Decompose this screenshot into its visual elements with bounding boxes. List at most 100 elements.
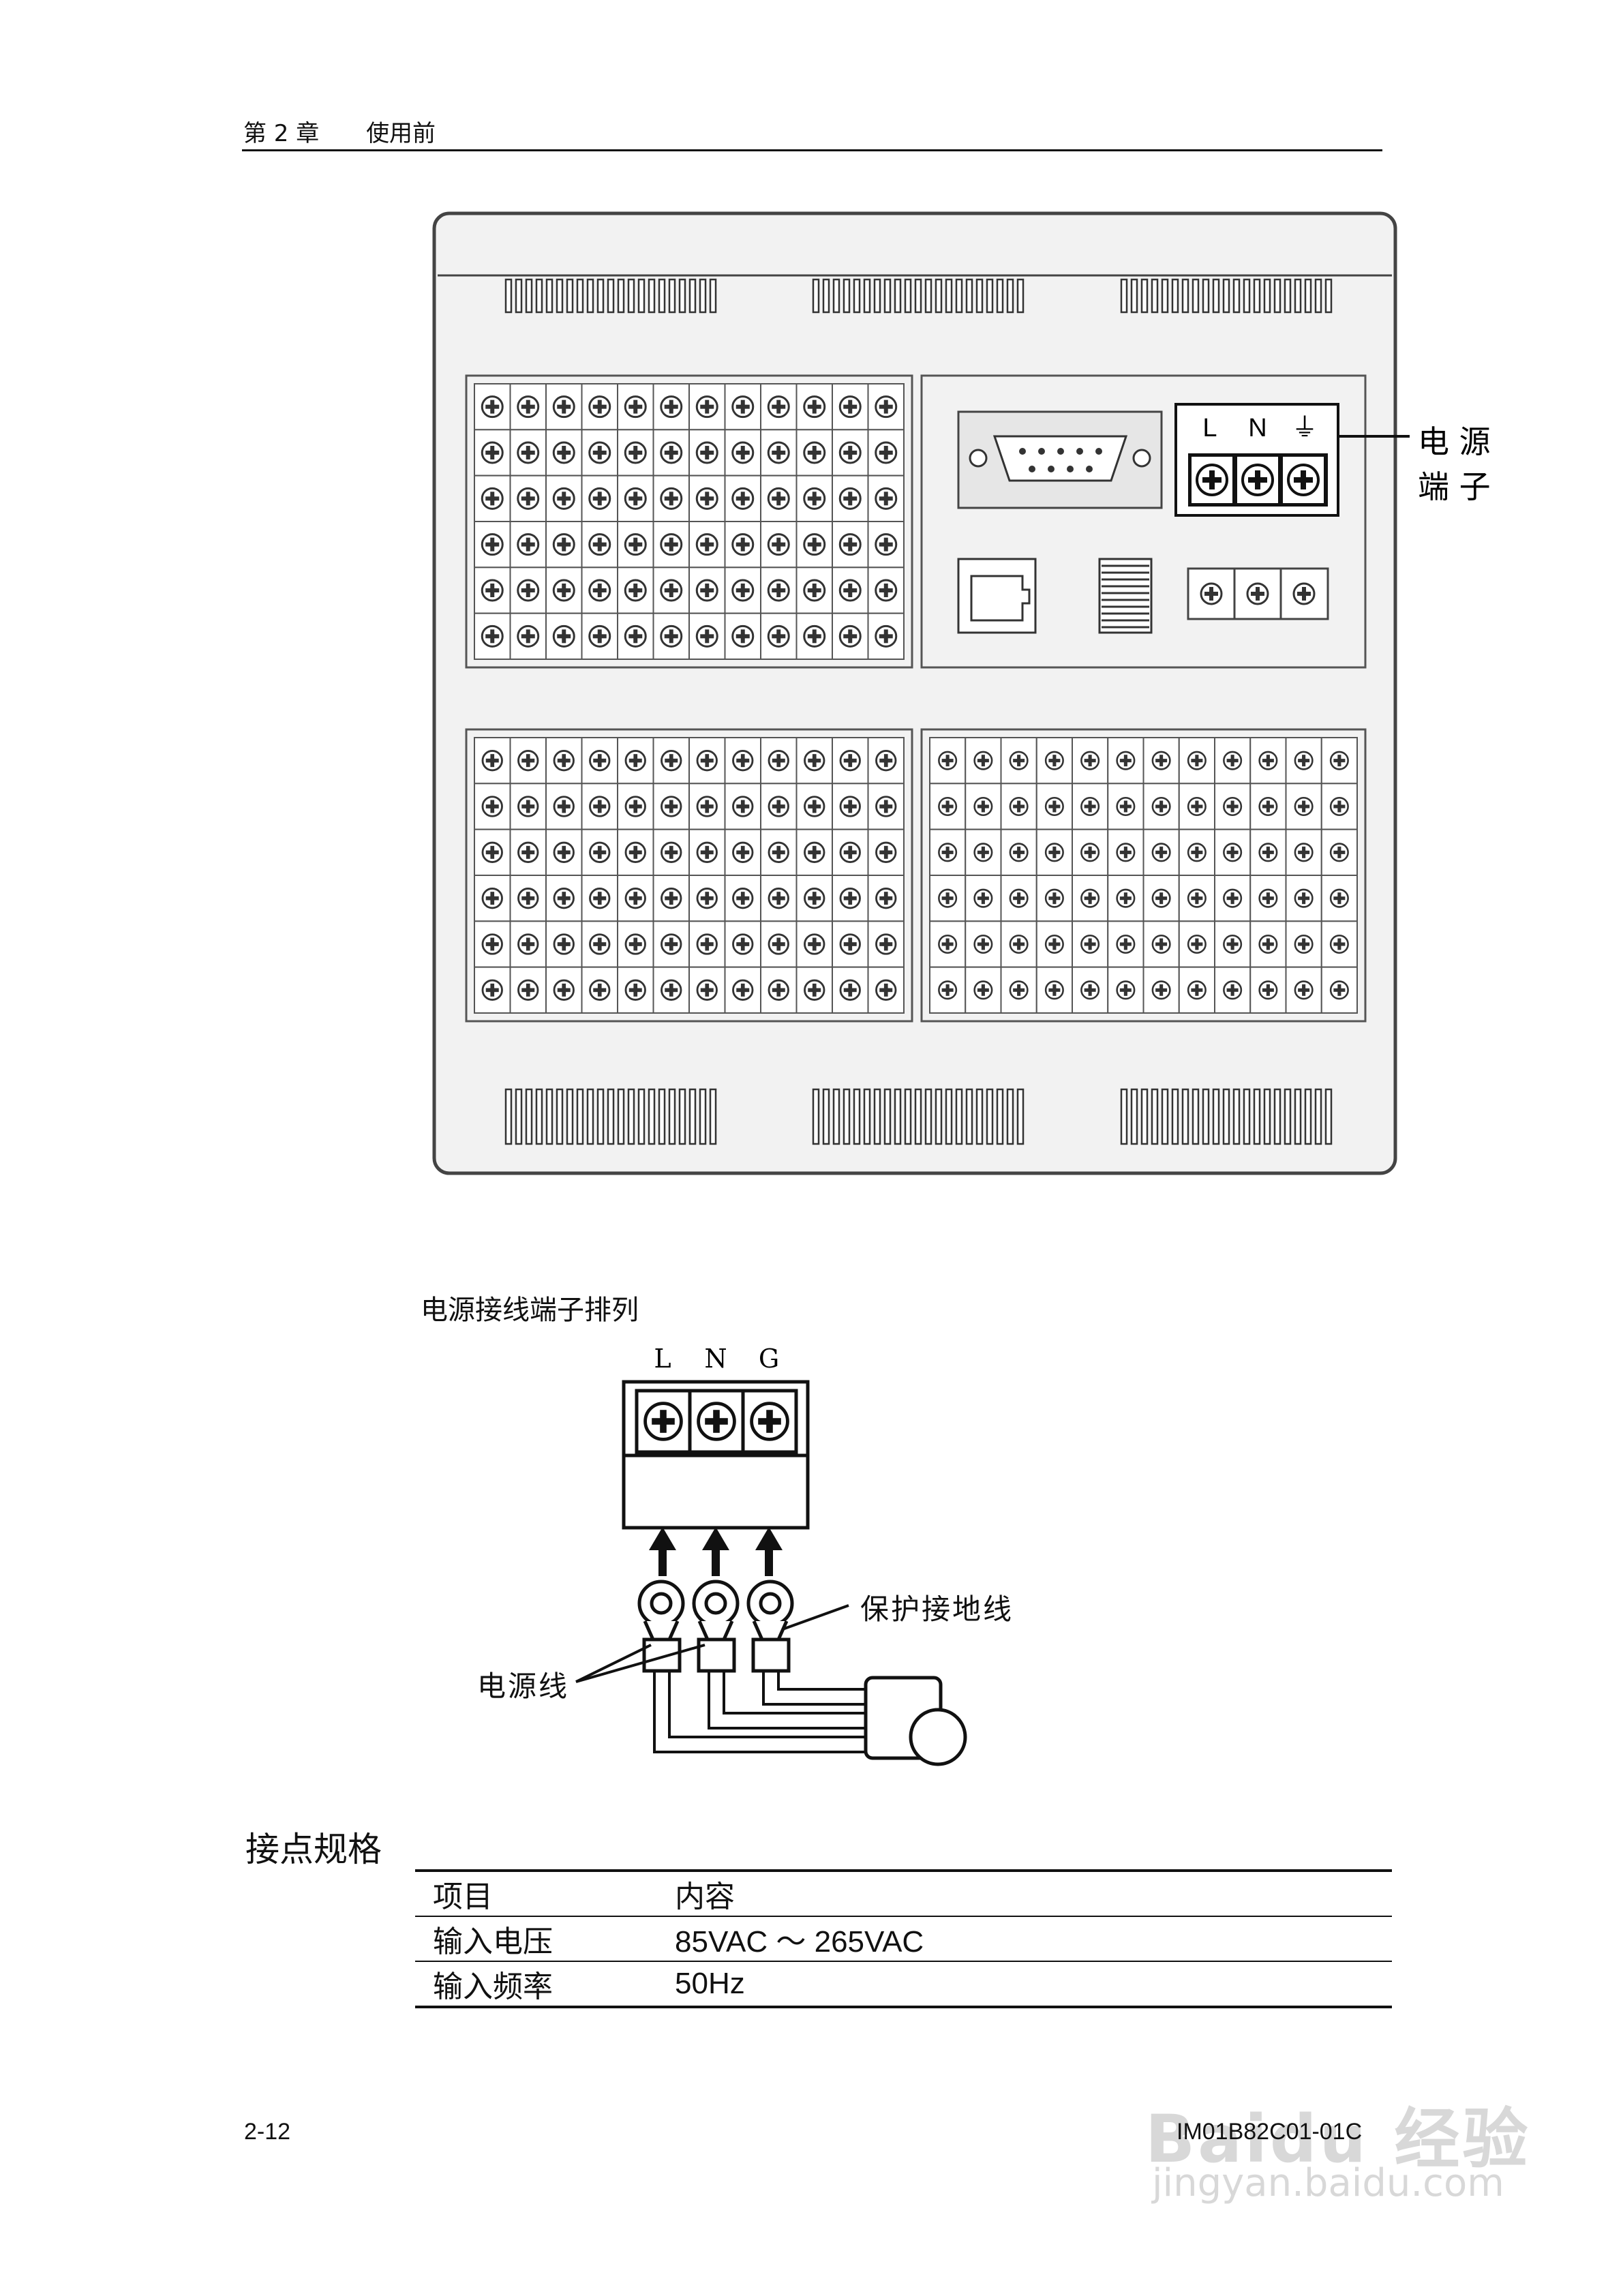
vent-slot (945, 1088, 953, 1145)
section-title: 电源接线端子排列 (421, 1295, 639, 1326)
spec-item: 输入电压 (433, 1924, 553, 1959)
terminal-screw (875, 441, 898, 464)
terminal-screw (1009, 843, 1029, 862)
vent-slot (975, 1088, 984, 1145)
vent-slot (975, 278, 984, 314)
vent-slot (894, 278, 902, 314)
vent-slot (935, 1088, 943, 1145)
vent-slot (617, 1088, 625, 1145)
terminal-screw (517, 624, 540, 648)
terminal-screw (624, 749, 646, 772)
terminal-screw (553, 933, 575, 955)
terminal-screw (973, 980, 993, 1000)
terminal-screw (552, 624, 575, 648)
terminal-screw (552, 441, 575, 464)
vent-slot (863, 278, 871, 314)
vent-slot (1324, 278, 1333, 314)
terminal-screw (695, 533, 718, 556)
vent-slot (566, 278, 574, 314)
vent-slot (1232, 278, 1241, 314)
terminal-screw (552, 487, 575, 510)
terminal-screw (875, 933, 897, 955)
vent-slot (1324, 1088, 1333, 1145)
terminal-screw (589, 887, 611, 909)
vent-slot (1140, 278, 1149, 314)
terminal-screw (588, 533, 611, 556)
terminal-screw (838, 487, 862, 510)
terminal-screw (661, 979, 682, 1001)
vent-slot (515, 278, 523, 314)
terminal-screw (481, 579, 504, 602)
terminal-screw (839, 887, 861, 909)
terminal-screw (661, 796, 682, 817)
terminal-screw (624, 624, 647, 648)
terminal-screw (1080, 888, 1100, 908)
terminal-screw (695, 395, 718, 419)
terminal-screw (1044, 796, 1064, 817)
spec-item: 输入频率 (433, 1969, 553, 2004)
vent-slot (853, 278, 861, 314)
vent-slot (955, 278, 963, 314)
small-vent (1098, 558, 1153, 634)
terminal-screw (624, 841, 646, 864)
vent-slot (535, 1088, 543, 1145)
table-row: 输入频率 50Hz (415, 1961, 1392, 2007)
terminal-screw (1044, 980, 1064, 1000)
vent-slot (617, 278, 625, 314)
terminal-screw (731, 441, 755, 464)
terminal-screw (553, 749, 575, 772)
terminal-screw (1151, 843, 1171, 862)
terminal-screw (938, 980, 958, 1000)
vent-slot (1243, 1088, 1251, 1145)
terminal-screw (767, 441, 790, 464)
terminal-screw (838, 624, 862, 648)
terminal-screw (973, 843, 993, 862)
vent-slot (1181, 278, 1189, 314)
vent-slot (1171, 278, 1179, 314)
terminal-screw (804, 887, 825, 909)
terminal-screw (767, 533, 790, 556)
terminal-screw (517, 533, 540, 556)
vent-slot (627, 1088, 635, 1145)
spec-value: 85VAC ～ 265VAC (675, 1925, 924, 1959)
terminal-screw (1044, 934, 1064, 954)
terminal-screw (624, 533, 647, 556)
vent-slot (863, 1088, 871, 1145)
terminal-screw (624, 933, 646, 955)
terminal-screw (732, 979, 754, 1001)
page-number: 2-12 (244, 2119, 291, 2145)
terminal-screw (660, 487, 683, 510)
page-header: 第 2 章 使用前 (243, 115, 436, 148)
callout-power-terminal-line1: 电 源 (1418, 423, 1491, 460)
terminal-screw (696, 749, 718, 772)
terminal-screw (589, 933, 611, 955)
terminal-screw (660, 624, 683, 648)
terminal-screw (552, 533, 575, 556)
terminal-screw (732, 796, 754, 817)
terminal-screw (838, 579, 862, 602)
terminal-screw (1151, 980, 1171, 1000)
vent-slot (688, 278, 697, 314)
terminal-screw (1080, 934, 1100, 954)
terminal-screw (1294, 888, 1314, 908)
terminal-screw (588, 579, 611, 602)
spec-table: 项目 内容 输入电压 85VAC ～ 265VAC 输入频率 50Hz (415, 1869, 1392, 2008)
spec-col-content: 内容 (675, 1879, 735, 1914)
terminal-screw (1329, 796, 1349, 817)
chapter-number: 第 2 章 (243, 120, 320, 147)
vent-slot (699, 1088, 707, 1145)
terminal-screw (1187, 934, 1207, 954)
vent-slot (596, 278, 605, 314)
vent-slot (1222, 1088, 1230, 1145)
terminal-screw (1116, 751, 1136, 770)
vent-slot (996, 278, 1004, 314)
rj-jack (957, 558, 1037, 634)
terminal-screw (803, 487, 826, 510)
terminal-screw (938, 751, 958, 770)
ring-terminals (637, 1580, 794, 1673)
spec-value: 50Hz (675, 1967, 745, 2000)
terminal-label-l: L (1202, 414, 1217, 442)
terminal-screw (481, 487, 504, 510)
terminal-screw (731, 395, 755, 419)
vent-slot (627, 278, 635, 314)
